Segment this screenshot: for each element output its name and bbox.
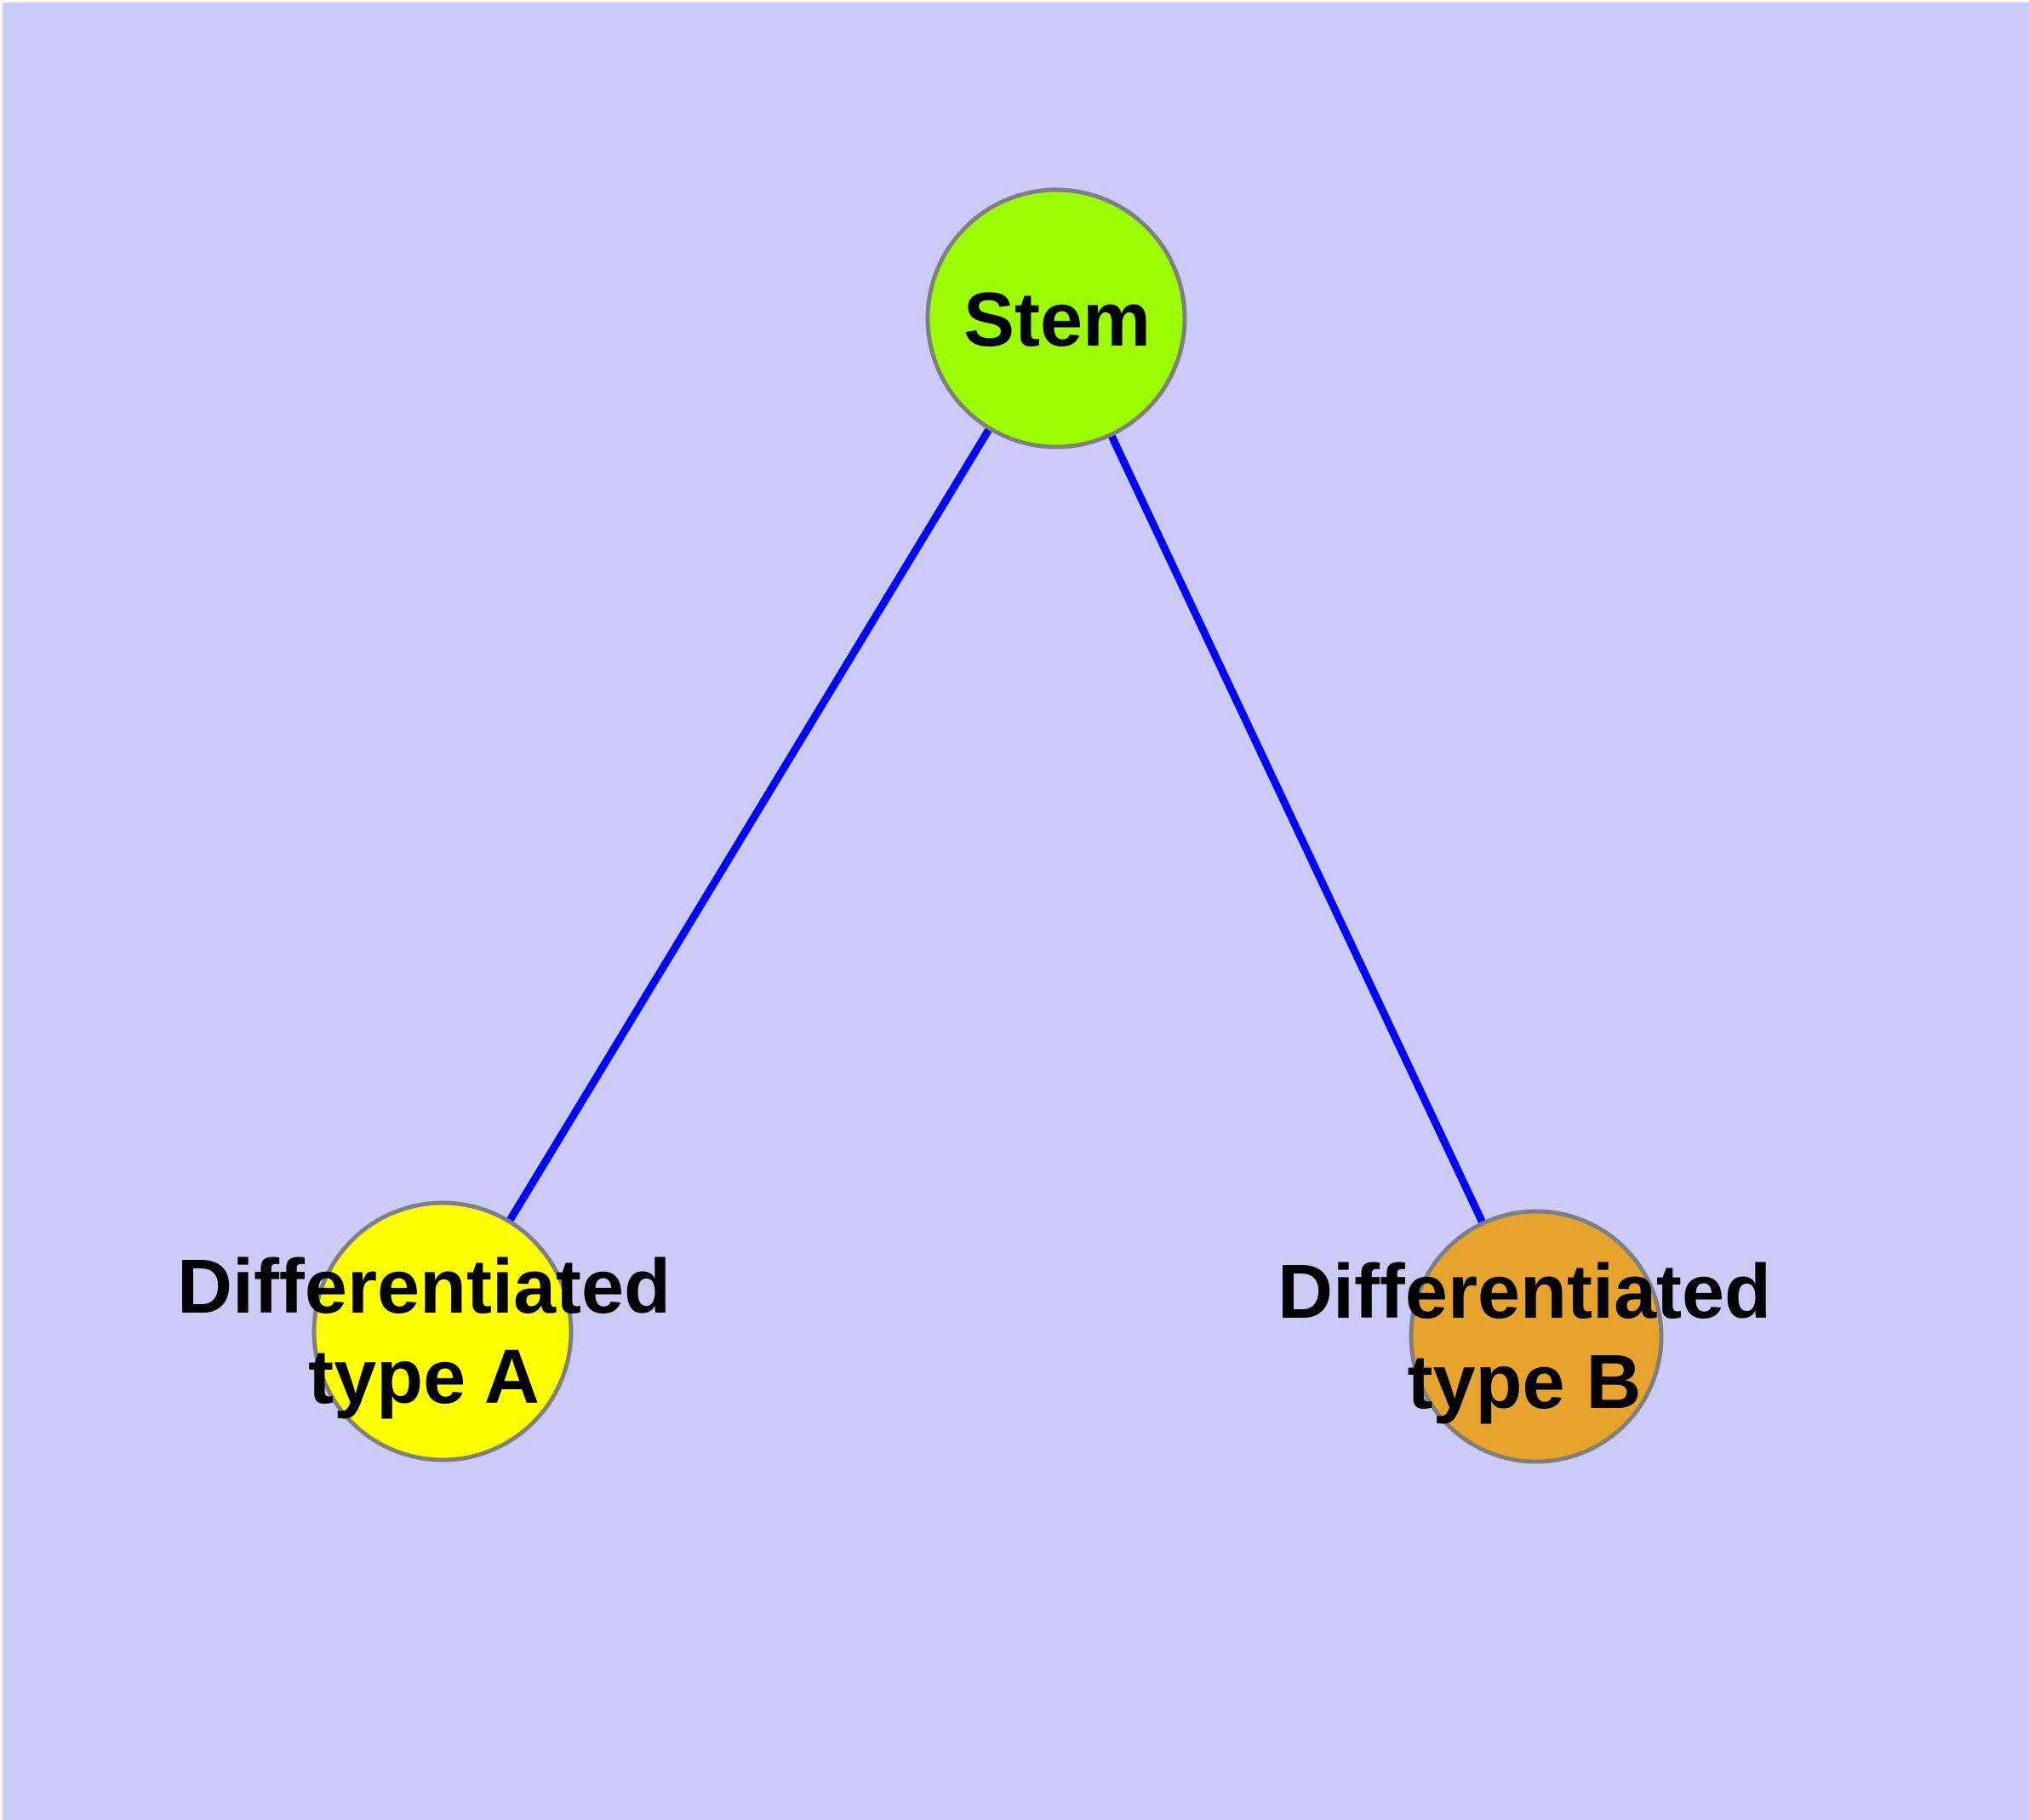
node-type-b-circle (1409, 1209, 1664, 1464)
edge-stem-to-type-a (439, 316, 1060, 1334)
node-type-b-label-line1: Differentiated (1277, 1250, 1771, 1335)
node-stem-circle (925, 187, 1187, 449)
node-type-a-label-line2: type A (308, 1335, 540, 1420)
edge-stem-to-type-b (1052, 317, 1540, 1338)
node-type-a-circle (311, 1200, 574, 1462)
node-type-b-label-line2: type B (1407, 1340, 1641, 1425)
node-stem-label: Stem (963, 278, 1151, 363)
node-type-a-label-line1: Differentiated (177, 1245, 671, 1330)
